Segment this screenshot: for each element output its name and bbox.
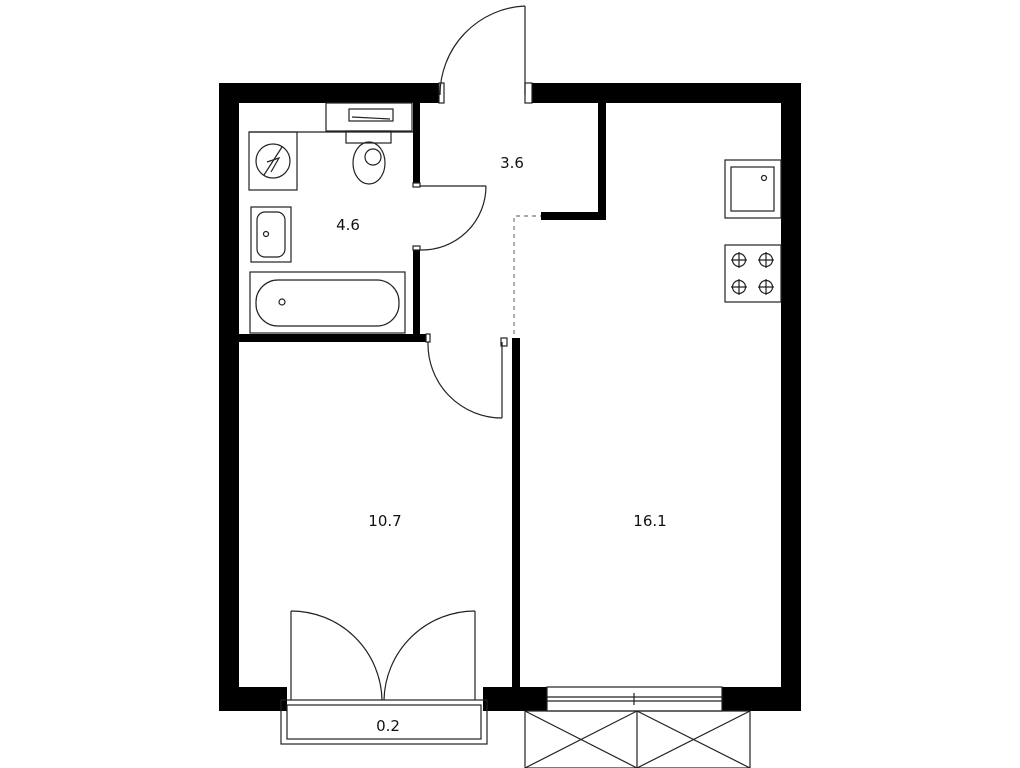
door-jamb (524, 82, 533, 104)
bathroom-door-swing (419, 185, 487, 251)
bathroom-sink-basin (256, 211, 286, 258)
wall-left (219, 83, 239, 711)
balcony-outline (280, 699, 488, 745)
wall-right (781, 83, 801, 711)
washing-machine-bolt-icon (263, 146, 283, 176)
bathroom-fixtures (248, 102, 413, 334)
toilet-seat (364, 148, 382, 166)
kitchen-fixtures (724, 159, 782, 303)
door-jamb (500, 337, 508, 347)
bedroom-area-label: 10.7 (368, 512, 402, 530)
bathroom-wall-upper (413, 103, 420, 183)
entrance-door-swing (439, 5, 526, 96)
balcony-door-frame (280, 699, 488, 745)
kitchen-sink-drain-icon (760, 174, 768, 182)
stove (724, 244, 782, 303)
toilet-flush-panel (348, 108, 394, 122)
burner-cross-icon (731, 252, 774, 295)
toilet-cistern-box (325, 102, 413, 132)
french-balcony (524, 710, 751, 768)
toilet-flush-line (351, 116, 391, 120)
interior-walls (239, 82, 606, 687)
doors (290, 5, 526, 701)
door-jamb (412, 182, 421, 188)
bathtub (249, 271, 406, 334)
wall-bottom-left (219, 687, 287, 711)
bathtub-drain-icon (278, 298, 286, 306)
wall-top-right (532, 83, 801, 103)
toilet-tank (345, 130, 392, 144)
balcony-door-swing-left (290, 610, 383, 701)
bedroom-door-swing (427, 341, 503, 419)
partition-wall (512, 338, 520, 687)
balcony-area-label: 0.2 (376, 717, 400, 735)
window (546, 686, 723, 712)
niche-wall-vertical (598, 103, 606, 220)
wall-bottom-right (722, 687, 801, 711)
kitchen-sink-basin (730, 166, 775, 212)
balcony-inner (286, 704, 482, 740)
bathroom-sink (250, 206, 292, 263)
bathroom-area-label: 4.6 (336, 216, 360, 234)
door-jamb (412, 245, 421, 251)
bathroom-bottom-wall (239, 334, 426, 342)
french-balcony-cross (524, 710, 638, 768)
bathtub-inner (255, 279, 400, 327)
washing-machine-bolt-icon (266, 156, 281, 173)
washing-machine-drum-icon (255, 143, 291, 179)
bathroom-wall-lower (413, 250, 420, 342)
wall-bottom-mid (483, 687, 547, 711)
bathroom-sink-drain-icon (262, 230, 270, 238)
exterior-walls (219, 83, 801, 711)
balcony-door-swing-right (383, 610, 476, 701)
niche-wall-horizontal (541, 212, 606, 220)
wall-top-left (219, 83, 439, 103)
french-balcony-cross (636, 710, 751, 768)
kitchen-sink (724, 159, 782, 219)
hallway-area-label: 3.6 (500, 154, 524, 172)
door-jamb (425, 333, 431, 343)
zone-boundary (513, 215, 541, 334)
living-area-label: 16.1 (633, 512, 667, 530)
door-jamb (438, 82, 445, 104)
toilet-bowl (352, 141, 386, 185)
